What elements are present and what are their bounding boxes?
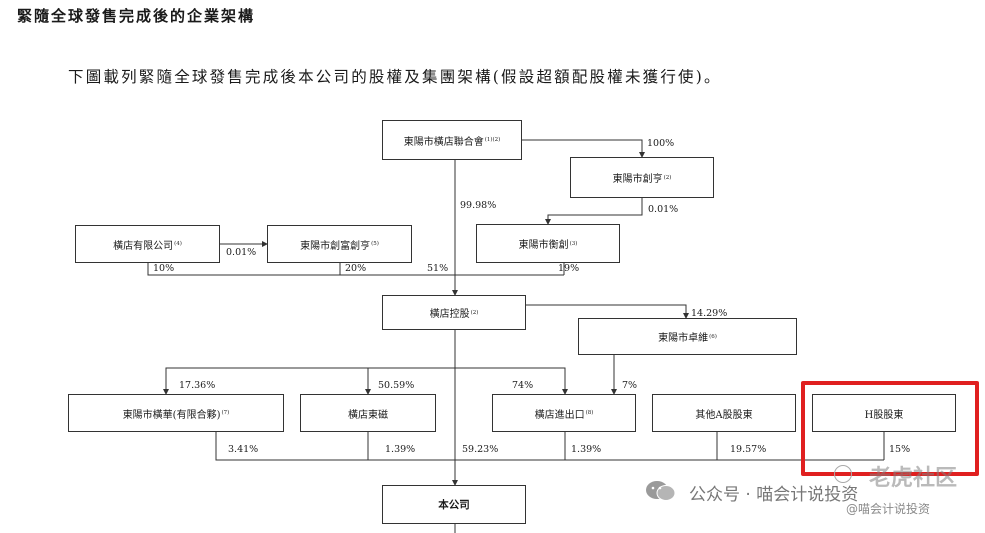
pct-label: 100% bbox=[647, 138, 675, 149]
pct-label: 1.39% bbox=[571, 444, 602, 455]
wechat-icon bbox=[646, 481, 676, 501]
entity-hengdian-holdings: 橫店控股(2) bbox=[382, 295, 526, 330]
pct-label: 14.29% bbox=[691, 308, 728, 319]
pct-label: 0.01% bbox=[226, 247, 257, 258]
watermark-account: 公众号 · 喵会计说投资 bbox=[689, 485, 859, 505]
entity-label: 東陽市創富創亨 bbox=[300, 240, 371, 252]
entity-label: 橫店東磁 bbox=[348, 409, 388, 421]
entity-note: (2) bbox=[663, 174, 672, 181]
pct-label: 3.41% bbox=[228, 444, 259, 455]
entity-dongyang-chuangfu-chuangheng: 東陽市創富創亨(5) bbox=[267, 225, 412, 263]
entity-label: 東陽市創亨 bbox=[612, 174, 663, 185]
entity-label: H股股東 bbox=[864, 409, 904, 421]
pct-label: 7% bbox=[622, 380, 638, 391]
watermark-handle: @喵会计说投资 bbox=[846, 502, 931, 516]
entity-note: (5) bbox=[371, 241, 379, 247]
tiger-community-logo-icon bbox=[834, 465, 852, 483]
entity-dongyang-hengdian-association: 東陽市橫店聯合會(1)(2) bbox=[382, 120, 522, 160]
entity-the-company: 本公司 bbox=[382, 485, 526, 524]
pct-label: 0.01% bbox=[648, 204, 679, 215]
entity-note: (2) bbox=[470, 309, 479, 316]
entity-hengdian-dmegc: 橫店東磁 bbox=[300, 394, 436, 432]
pct-label: 20% bbox=[345, 263, 367, 274]
watermark-community: 老虎社区 bbox=[869, 466, 958, 491]
entity-note: (1)(2) bbox=[484, 137, 501, 143]
pct-label: 15% bbox=[889, 444, 911, 455]
entity-label: 橫店有限公司 bbox=[113, 240, 174, 252]
pct-label: 50.59% bbox=[378, 380, 415, 391]
entity-label: 橫店控股 bbox=[429, 309, 470, 320]
entity-dongyang-chuangheng: 東陽市創亨(2) bbox=[570, 157, 714, 198]
pct-label: 74% bbox=[512, 380, 534, 391]
entity-label: 橫店進出口 bbox=[534, 409, 585, 421]
entity-other-a-shareholders: 其他A股股東 bbox=[652, 394, 796, 432]
entity-note: (6) bbox=[709, 333, 717, 340]
entity-note: (8) bbox=[585, 410, 594, 416]
entity-h-shareholders: H股股東 bbox=[812, 394, 956, 432]
entity-note: (4) bbox=[174, 241, 182, 247]
pct-label: 19.57% bbox=[730, 444, 767, 455]
entity-label: 東陽市橫店聯合會 bbox=[403, 136, 484, 148]
pct-label: 10% bbox=[153, 263, 175, 274]
pct-label: 51% bbox=[427, 263, 449, 274]
section-heading: 緊隨全球發售完成後的企業架構 bbox=[17, 7, 256, 25]
pct-label: 1.39% bbox=[385, 444, 416, 455]
entity-label: 東陽市衡創 bbox=[518, 240, 569, 251]
entity-label: 本公司 bbox=[438, 499, 470, 511]
entity-label: 東陽市卓維 bbox=[658, 333, 709, 344]
entity-dongyang-hengchuang: 東陽市衡創(3) bbox=[476, 224, 620, 263]
pct-label: 17.36% bbox=[179, 380, 216, 391]
entity-dongyang-henghua: 東陽市橫華(有限合夥)(7) bbox=[68, 394, 284, 432]
entity-dongyang-zhuowei: 東陽市卓維(6) bbox=[578, 318, 797, 355]
entity-note: (3) bbox=[569, 240, 578, 247]
pct-label: 99.98% bbox=[460, 200, 497, 211]
entity-label: 其他A股股東 bbox=[695, 409, 753, 421]
pct-label: 59.23% bbox=[462, 444, 499, 455]
intro-paragraph: 下圖載列緊隨全球發售完成後本公司的股權及集團架構(假設超額配股權未獲行使)。 bbox=[68, 68, 722, 86]
entity-hengdian-limited: 橫店有限公司(4) bbox=[75, 225, 220, 263]
pct-label: 19% bbox=[558, 263, 580, 274]
entity-hengdian-import-export: 橫店進出口(8) bbox=[492, 394, 636, 432]
highlight-frame bbox=[801, 381, 979, 476]
entity-note: (7) bbox=[221, 410, 230, 416]
entity-label: 東陽市橫華(有限合夥) bbox=[122, 409, 221, 421]
